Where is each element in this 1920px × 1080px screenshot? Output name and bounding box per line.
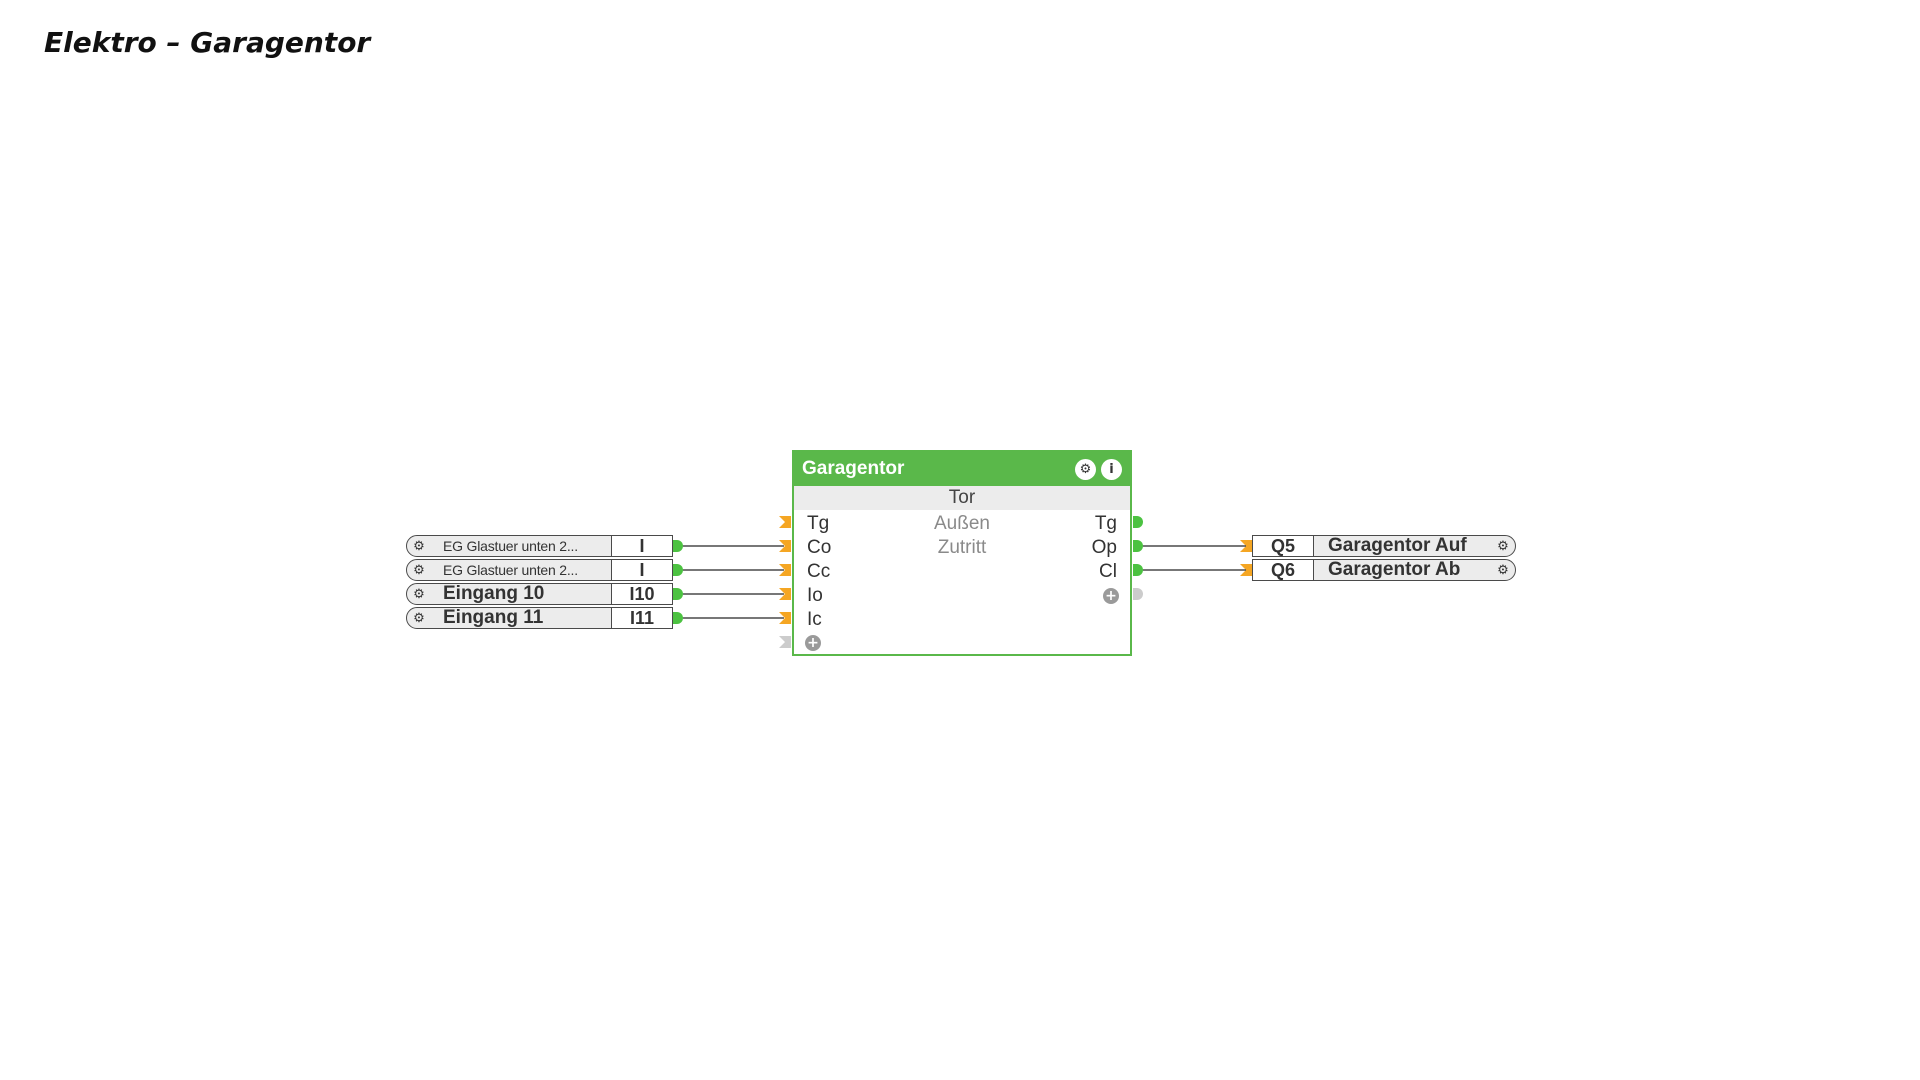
info-icon[interactable]: i [1101, 458, 1122, 480]
output-block-1[interactable]: Q5 Garagentor Auf ⚙ [1252, 535, 1516, 557]
function-block-garagentor[interactable]: Garagentor ⚙ i Tor Tg Co Cc Io Ic + Auße… [792, 450, 1132, 656]
gear-icon[interactable]: ⚙ [413, 562, 425, 577]
input-name: EG Glastuer unten 2... [443, 538, 578, 554]
output-address: Q5 [1253, 536, 1314, 556]
block-input-pin-ic[interactable] [779, 612, 791, 624]
gear-icon[interactable]: ⚙ [413, 586, 425, 601]
function-block-header[interactable]: Garagentor ⚙ i [794, 452, 1130, 486]
gear-icon[interactable]: ⚙ [1497, 538, 1509, 553]
block-input-label-co: Co [807, 537, 832, 558]
input-block-2[interactable]: ⚙ EG Glastuer unten 2... I [406, 559, 673, 581]
input-name: Eingang 11 [443, 608, 544, 628]
gear-icon[interactable]: ⚙ [413, 538, 425, 553]
input-address: I11 [611, 608, 672, 628]
gear-icon[interactable]: ⚙ [413, 610, 425, 625]
output-address: Q6 [1253, 560, 1314, 580]
input-pin-3[interactable] [673, 588, 683, 600]
block-input-pin-tg[interactable] [779, 516, 791, 528]
input-block-1[interactable]: ⚙ EG Glastuer unten 2... I [406, 535, 673, 557]
block-description-line-1: Außen [934, 513, 990, 534]
output-name: Garagentor Auf [1328, 535, 1467, 556]
block-input-pin-co[interactable] [779, 540, 791, 552]
block-output-label-op: Op [1091, 537, 1117, 558]
block-input-pin-io[interactable] [779, 588, 791, 600]
block-output-label-tg: Tg [1094, 513, 1117, 534]
input-pin-2[interactable] [673, 564, 683, 576]
gear-icon[interactable]: ⚙ [1497, 562, 1509, 577]
input-address: I [611, 560, 672, 580]
block-input-label-io: Io [807, 585, 823, 606]
output-block-2[interactable]: Q6 Garagentor Ab ⚙ [1252, 559, 1516, 581]
add-output-icon[interactable]: + [1103, 588, 1119, 604]
block-input-label-cc: Cc [807, 561, 831, 582]
block-input-pin-add [779, 636, 791, 648]
block-output-pin-add [1133, 588, 1143, 600]
block-output-label-cl: Cl [1099, 561, 1117, 582]
input-pin-4[interactable] [673, 612, 683, 624]
input-name: EG Glastuer unten 2... [443, 562, 578, 578]
block-output-pin-op[interactable] [1133, 540, 1143, 552]
function-block-subtitle: Tor [794, 486, 1130, 510]
block-input-label-ic: Ic [807, 609, 822, 630]
block-input-pin-cc[interactable] [779, 564, 791, 576]
page-title: Elektro – Garagentor [44, 26, 371, 59]
output-name: Garagentor Ab [1328, 559, 1461, 580]
block-input-label-tg: Tg [807, 513, 830, 534]
input-block-3[interactable]: ⚙ Eingang 10 I10 [406, 583, 673, 605]
input-address: I10 [611, 584, 672, 604]
block-output-pin-cl[interactable] [1133, 564, 1143, 576]
input-address: I [611, 536, 672, 556]
block-output-pin-tg[interactable] [1133, 516, 1143, 528]
gear-icon[interactable]: ⚙ [1075, 458, 1096, 480]
input-block-4[interactable]: ⚙ Eingang 11 I11 [406, 607, 673, 629]
add-input-icon[interactable]: + [805, 635, 821, 651]
block-description-line-2: Zutritt [937, 537, 987, 558]
input-name: Eingang 10 [443, 584, 545, 604]
function-block-title: Garagentor [802, 458, 905, 479]
input-pin-1[interactable] [673, 540, 683, 552]
